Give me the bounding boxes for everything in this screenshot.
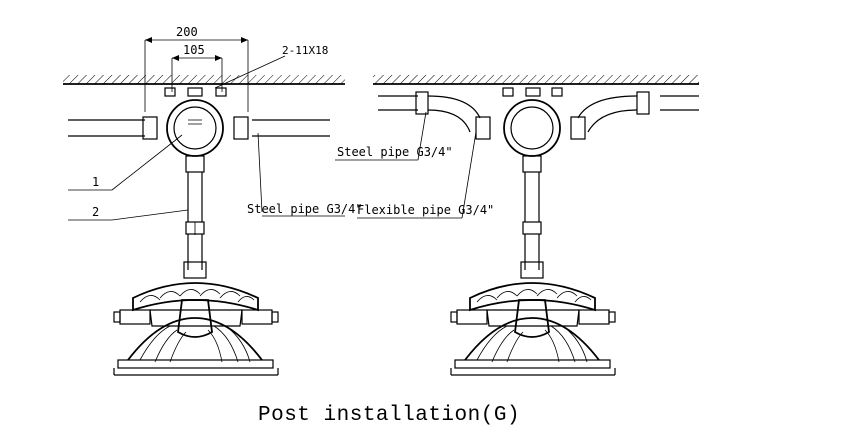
flexible-pipe-right bbox=[427, 95, 638, 140]
left-assembly: 200 105 2-11X18 1 2 Steel pipe G3/4" bbox=[63, 25, 363, 376]
lamp-right bbox=[450, 282, 616, 376]
callout-2: 2 bbox=[92, 205, 99, 219]
steel-pipe-right bbox=[378, 91, 699, 115]
ceiling-right bbox=[373, 75, 699, 85]
horizontal-pipe-left bbox=[68, 116, 330, 140]
callout-leaders-right bbox=[335, 111, 477, 219]
steel-pipe-label-left: Steel pipe G3/4" bbox=[247, 202, 363, 216]
ceiling-left bbox=[63, 75, 345, 85]
dimension-inner: 105 bbox=[183, 43, 205, 57]
lamp-left bbox=[113, 282, 279, 376]
diagram-caption: Post installation(G) bbox=[258, 404, 521, 427]
steel-pipe-label-right: Steel pipe G3/4" bbox=[337, 145, 453, 159]
callout-leaders-left bbox=[68, 132, 345, 221]
flexible-pipe-label: Flexible pipe G3/4" bbox=[357, 203, 494, 217]
junction-box-right bbox=[502, 87, 563, 157]
right-assembly: Steel pipe G3/4" Flexible pipe G3/4" bbox=[335, 75, 699, 376]
vertical-conduit-left bbox=[183, 155, 207, 279]
bolt-spec-label: 2-11X18 bbox=[282, 44, 328, 57]
dimension-outer: 200 bbox=[176, 25, 198, 39]
callout-1: 1 bbox=[92, 175, 99, 189]
vertical-conduit-right bbox=[520, 155, 544, 279]
junction-box-left bbox=[164, 87, 227, 157]
dimension-lines bbox=[144, 37, 286, 112]
